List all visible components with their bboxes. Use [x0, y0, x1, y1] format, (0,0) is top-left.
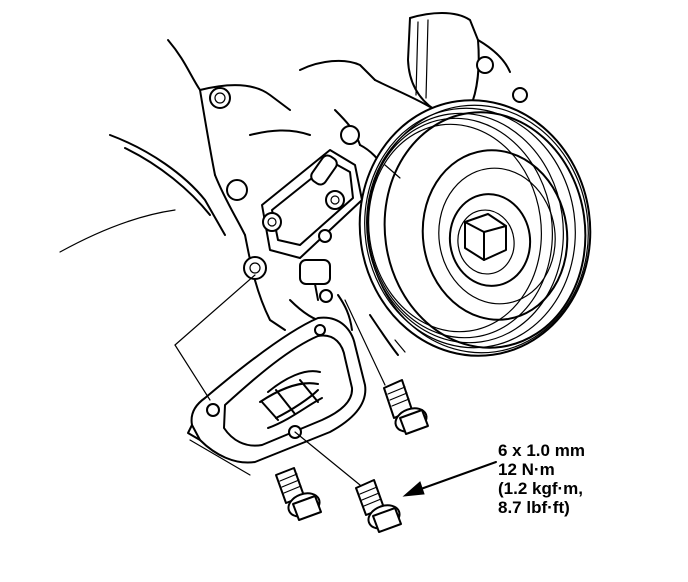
torque-lbfft-label: 8.7 lbf·ft) [498, 498, 570, 517]
bolt-size-label: 6 x 1.0 mm [498, 441, 585, 460]
leader-arrow [402, 461, 497, 497]
bolt-lower-left [275, 467, 322, 521]
torque-nm-label: 12 N·m [498, 460, 555, 479]
bolt-lower-center [355, 479, 402, 533]
crankshaft-pulley-illustration [358, 99, 592, 357]
cover-plate-illustration [187, 316, 367, 464]
torque-kgfm-label: (1.2 kgf·m, [498, 479, 584, 498]
torque-spec-callout: 6 x 1.0 mm 12 N·m (1.2 kgf·m, 8.7 lbf·ft… [498, 441, 585, 517]
flange-bolt-illustration [275, 379, 429, 533]
bolt-upper-right [383, 379, 429, 435]
alignment-lines [174, 274, 386, 486]
mounting-boss-illustration [261, 149, 363, 303]
